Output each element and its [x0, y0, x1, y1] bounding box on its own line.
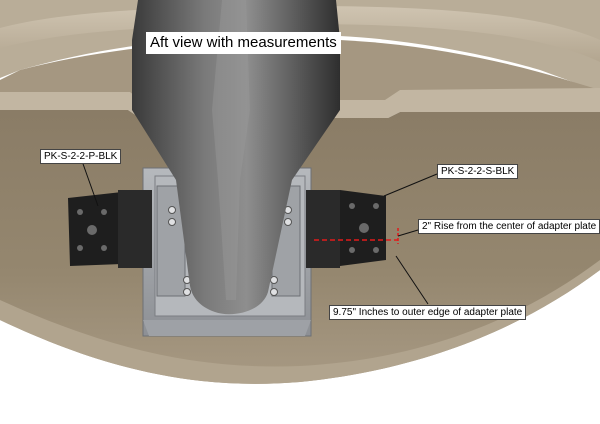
motor-shaft-highlight	[212, 0, 250, 300]
starboard-bracket-flange	[306, 190, 340, 268]
width-measurement-label: 9.75" Inches to outer edge of adapter pl…	[329, 305, 527, 320]
port-bracket-flange	[118, 190, 152, 268]
motor-shaft	[132, 0, 340, 315]
starboard-part-number-label: PK-S-2-2-S-BLK	[437, 164, 519, 179]
leader-lines	[81, 160, 438, 305]
port-bracket-holes	[77, 209, 107, 251]
clamp-left	[156, 185, 186, 297]
rise-measurement-label: 2" Rise from the center of adapter plate	[418, 219, 600, 234]
starboard-bracket-holes	[349, 203, 379, 253]
diagram-title: Aft view with measurements	[146, 32, 341, 54]
mount-plate-lip	[143, 320, 311, 336]
hull-keel-shade	[0, 260, 600, 384]
port-part-number-label: PK-S-2-2-P-BLK	[40, 149, 122, 164]
